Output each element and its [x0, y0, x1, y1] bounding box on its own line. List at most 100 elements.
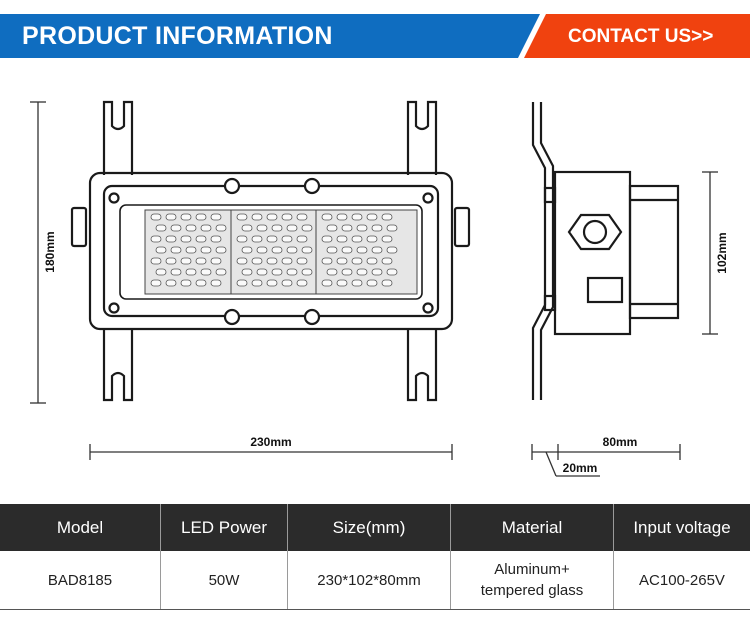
led-chip [286, 246, 298, 254]
led-chip [356, 224, 368, 232]
led-chip [351, 279, 363, 287]
led-chip [155, 268, 167, 276]
height-label-180: 180mm [43, 231, 57, 272]
led-chip [286, 268, 298, 276]
led-chip [195, 279, 207, 287]
material-line-1: Aluminum+ [494, 561, 570, 578]
led-chip [210, 213, 222, 221]
page-title: PRODUCT INFORMATION [22, 22, 333, 50]
led-chip [200, 224, 212, 232]
led-chip [381, 235, 393, 243]
led-chip [281, 279, 293, 287]
led-chip [336, 235, 348, 243]
material-line-2: tempered glass [480, 582, 584, 599]
led-chip [180, 257, 192, 265]
led-chip [341, 268, 353, 276]
technical-drawing: 180mm 230mm 102mm 80mm 20mm [30, 100, 729, 477]
led-chip [236, 257, 248, 265]
led-chip [150, 213, 162, 221]
led-chip [256, 246, 268, 254]
led-chip [366, 257, 378, 265]
led-chip [281, 213, 293, 221]
led-chip [180, 235, 192, 243]
led-chip [256, 268, 268, 276]
side-view [531, 102, 680, 400]
header-material: Material [450, 504, 614, 551]
led-chip [185, 246, 197, 254]
led-chip [155, 246, 167, 254]
front-view [70, 100, 471, 402]
depth-label-80: 80mm [603, 435, 638, 449]
table-row: BAD8185 50W 230*102*80mm Aluminum+ temper… [0, 551, 750, 610]
spec-table: Model LED Power Size(mm) Material Input … [0, 504, 750, 610]
cell-model: BAD8185 [0, 551, 161, 610]
contact-us-link[interactable]: CONTACT US>> [568, 26, 714, 47]
led-chip [236, 213, 248, 221]
led-chip [296, 257, 308, 265]
led-chip [266, 257, 278, 265]
led-chip [321, 279, 333, 287]
led-chip [351, 235, 363, 243]
led-chip [215, 224, 227, 232]
led-chip [241, 224, 253, 232]
led-chip [336, 279, 348, 287]
led-chip [301, 268, 313, 276]
led-chip [366, 213, 378, 221]
led-chip [236, 235, 248, 243]
led-chip [271, 224, 283, 232]
header-banner: PRODUCT INFORMATION CONTACT US>> [0, 14, 750, 58]
led-chip [180, 279, 192, 287]
led-chip [180, 213, 192, 221]
led-chip [351, 257, 363, 265]
cell-material: Aluminum+ tempered glass [450, 551, 614, 610]
dimension-lines [30, 101, 718, 477]
led-chip [386, 224, 398, 232]
led-chip [321, 257, 333, 265]
led-chip [341, 224, 353, 232]
offset-label-20: 20mm [563, 461, 598, 475]
led-chip [251, 257, 263, 265]
led-array [150, 213, 398, 287]
led-chip [336, 213, 348, 221]
banner-background [0, 14, 750, 58]
led-chip [381, 279, 393, 287]
header-input-voltage: Input voltage [613, 504, 750, 551]
led-chip [271, 268, 283, 276]
led-chip [336, 257, 348, 265]
led-chip [241, 246, 253, 254]
width-label-230: 230mm [250, 435, 291, 449]
led-chip [341, 246, 353, 254]
cell-input-voltage: AC100-265V [613, 551, 750, 610]
led-chip [185, 224, 197, 232]
led-chip [200, 246, 212, 254]
led-chip [251, 213, 263, 221]
led-chip [371, 224, 383, 232]
led-chip [351, 213, 363, 221]
led-chip [200, 268, 212, 276]
height-label-102: 102mm [715, 232, 729, 273]
led-chip [266, 235, 278, 243]
led-chip [195, 213, 207, 221]
led-chip [236, 279, 248, 287]
led-chip [326, 268, 338, 276]
led-chip [185, 268, 197, 276]
cell-led-power: 50W [160, 551, 288, 610]
header-size: Size(mm) [287, 504, 451, 551]
cell-size: 230*102*80mm [287, 551, 451, 610]
spec-table-header: Model LED Power Size(mm) Material Input … [0, 504, 750, 551]
led-chip [386, 268, 398, 276]
led-chip [366, 235, 378, 243]
led-chip [296, 279, 308, 287]
led-chip [241, 268, 253, 276]
led-chip [271, 246, 283, 254]
led-chip [210, 235, 222, 243]
led-chip [381, 257, 393, 265]
led-chip [165, 257, 177, 265]
led-chip [266, 213, 278, 221]
led-chip [281, 257, 293, 265]
led-chip [150, 257, 162, 265]
led-chip [215, 268, 227, 276]
header-model: Model [0, 504, 161, 551]
led-chip [301, 246, 313, 254]
led-chip [251, 279, 263, 287]
